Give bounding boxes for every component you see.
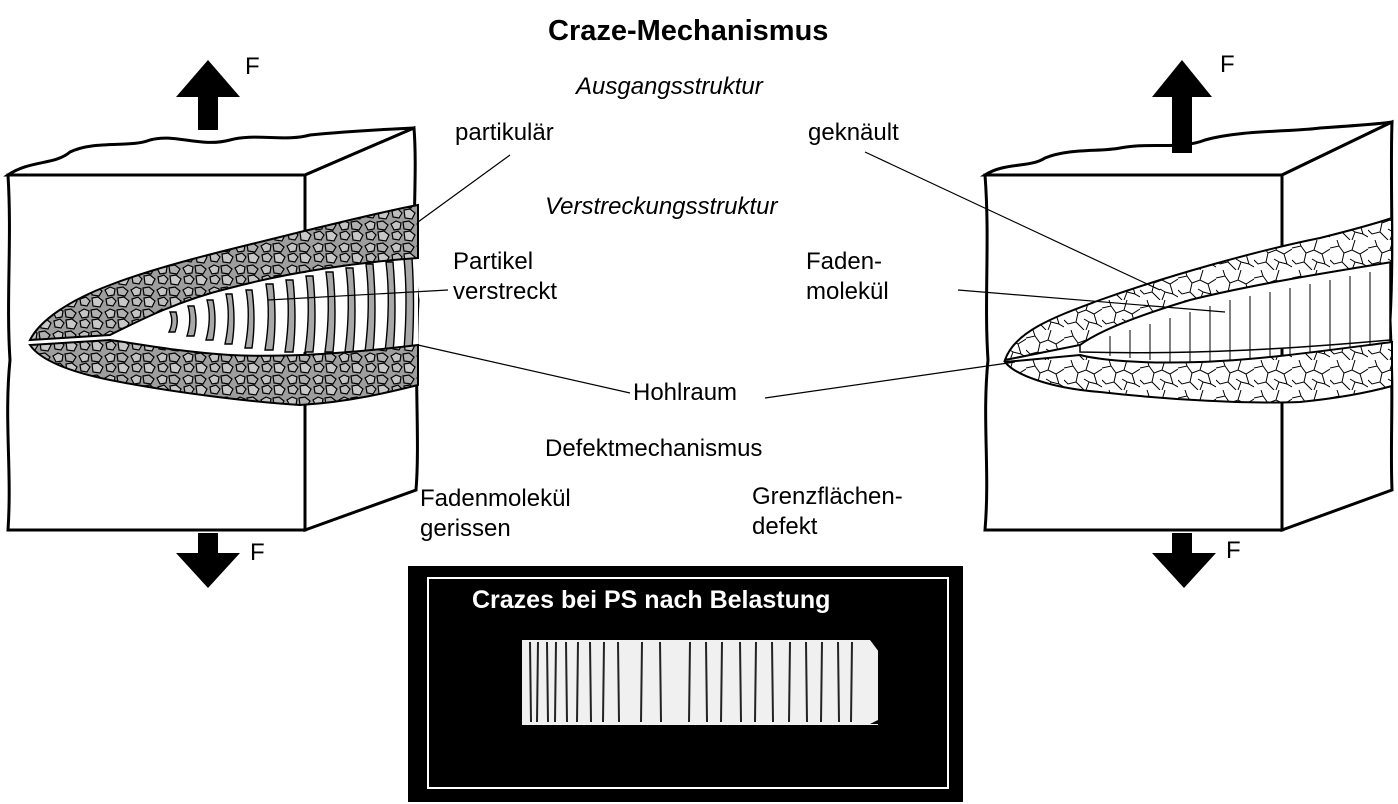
label-interface-defect-2: defekt [752, 513, 818, 540]
label-fiber-torn-1: Fadenmolekül [420, 485, 571, 512]
left-upper-particle-band [28, 203, 419, 342]
photo-caption: Crazes bei PS nach Belastung [472, 586, 831, 614]
right-upper-crackle-band [1003, 216, 1393, 362]
force-label-left-bottom: F [250, 539, 265, 566]
force-label-left-top: F [245, 53, 260, 80]
force-arrow-left-down [176, 533, 240, 588]
force-arrow-right-down [1152, 533, 1216, 588]
label-fiber-torn-2: gerissen [420, 515, 511, 542]
label-particles-stretched-1: Partikel [453, 248, 534, 275]
right-specimen [979, 119, 1394, 533]
left-lower-particle-band [28, 338, 419, 407]
force-arrow-right-up [1152, 60, 1212, 153]
label-interface-defect-1: Grenzflächen- [752, 483, 903, 510]
leader-lines [267, 151, 1226, 399]
label-particulate: partikulär [455, 119, 554, 146]
right-lower-crackle-band [1003, 340, 1393, 404]
section-stretched-structure: Verstreckungsstruktur [545, 193, 778, 220]
label-particles-stretched-2: verstreckt [453, 278, 558, 305]
diagram-title: Craze-Mechanismus [548, 15, 829, 47]
force-arrow-left-up [176, 60, 240, 130]
section-initial-structure: Ausgangsstruktur [576, 73, 763, 100]
label-cavity: Hohlraum [633, 379, 738, 406]
force-label-right-top: F [1220, 51, 1235, 78]
label-coiled: geknäult [808, 119, 899, 146]
left-fibrils [167, 257, 415, 353]
label-fiber-molecule-1: Faden- [806, 248, 883, 275]
left-specimen [3, 125, 420, 533]
section-defect-mechanism: Defektmechanismus [545, 435, 763, 462]
craze-photo-inset [408, 566, 963, 802]
label-fiber-molecule-2: molekül [806, 278, 889, 305]
left-top-face [3, 126, 415, 177]
force-label-right-bottom: F [1226, 537, 1241, 564]
